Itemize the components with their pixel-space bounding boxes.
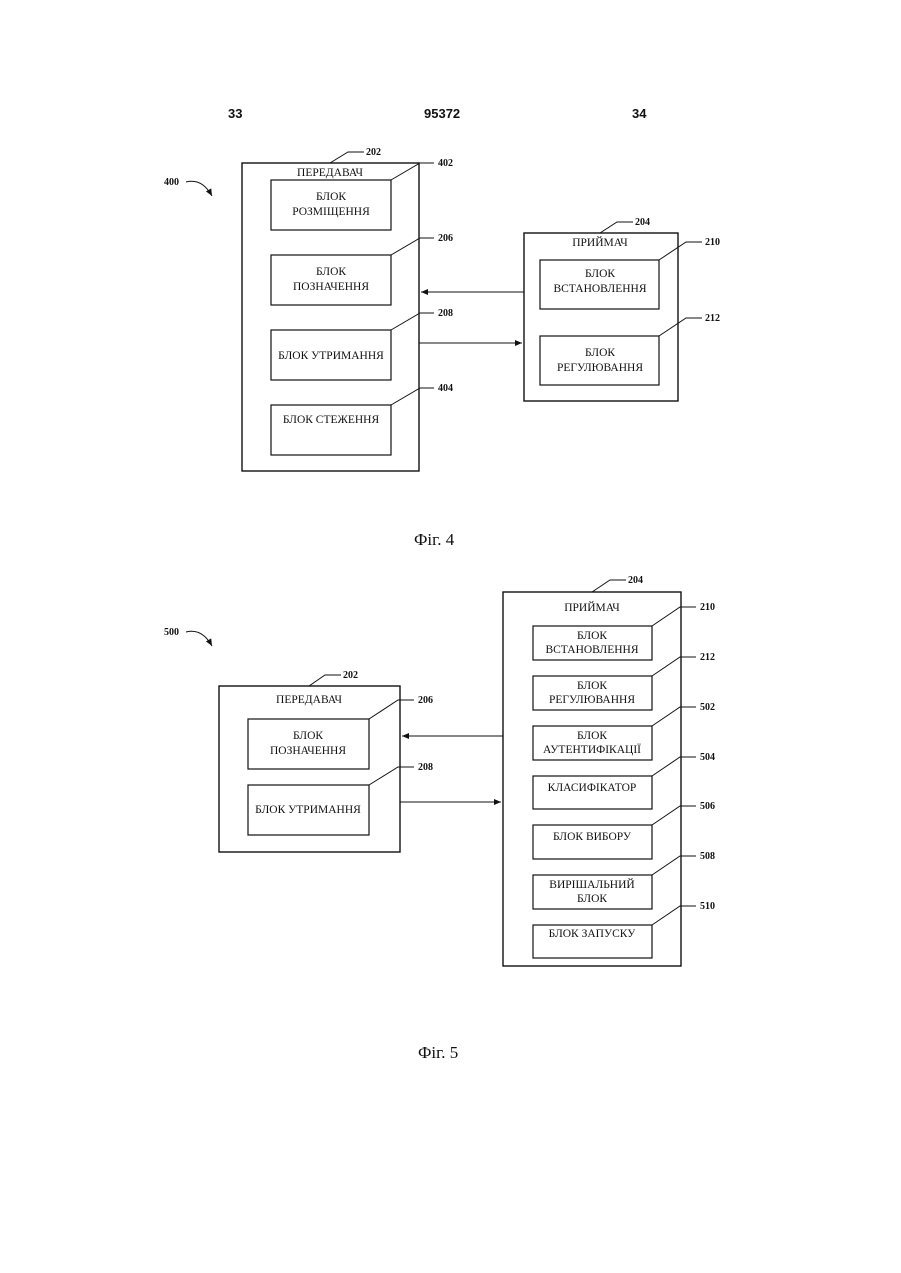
fig4-caption: Фіг. 4 (414, 530, 454, 550)
fig4-tx-block-206 (271, 255, 391, 305)
figure-5: 500 ПЕРЕДАВАЧ 202 БЛОК ПОЗНАЧЕННЯ 206 БЛ… (164, 575, 715, 966)
fig5-rx-block-506-line1: БЛОК ВИБОРУ (553, 831, 632, 843)
fig5-rx-block-508-line2: БЛОК (577, 893, 607, 905)
fig5-rx-block-502-line2: АУТЕНТИФІКАЦІЇ (543, 742, 641, 756)
fig5-transmitter-leader (309, 675, 341, 686)
fig5-system-pointer (186, 631, 212, 646)
fig4-tx-block-206-ref: 206 (438, 233, 453, 244)
fig5-tx-block-208-line1: БЛОК УТРИМАННЯ (255, 804, 361, 816)
fig5-rx-block-504-line1: КЛАСИФІКАТОР (548, 782, 637, 794)
fig4-tx-block-208-ref: 208 (438, 308, 453, 319)
fig4-tx-block-404-ref: 404 (438, 383, 453, 394)
fig5-tx-block-206-line2: ПОЗНАЧЕННЯ (270, 745, 346, 757)
fig4-receiver-leader (600, 222, 633, 233)
fig4-rx-block-212 (540, 336, 659, 385)
fig5-tx-block-206 (248, 719, 369, 769)
fig4-tx-block-402-line1: БЛОК (316, 191, 346, 203)
fig5-rx-block-502-ref: 502 (700, 702, 715, 713)
fig4-tx-block-208-line1: БЛОК УТРИМАННЯ (278, 350, 384, 362)
fig4-rx-block-212-line2: РЕГУЛЮВАННЯ (557, 362, 643, 374)
fig5-receiver-title: ПРИЙМАЧ (564, 600, 620, 614)
fig4-tx-block-206-line1: БЛОК (316, 266, 346, 278)
fig4-tx-block-206-line2: ПОЗНАЧЕННЯ (293, 281, 369, 293)
fig5-tx-block-208-ref: 208 (418, 762, 433, 773)
fig4-receiver-title: ПРИЙМАЧ (572, 235, 628, 249)
fig5-tx-block-206-ref: 206 (418, 695, 433, 706)
fig5-rx-block-212-ref: 212 (700, 652, 715, 663)
fig5-rx-block-212-line1: БЛОК (577, 680, 607, 692)
fig4-rx-block-212-ref: 212 (705, 313, 720, 324)
fig4-tx-block-402 (271, 180, 391, 230)
fig5-caption: Фіг. 5 (418, 1043, 458, 1063)
fig4-receiver-ref: 204 (635, 217, 650, 228)
fig5-rx-block-502-line1: БЛОК (577, 730, 607, 742)
fig4-tx-block-402-ref: 402 (438, 158, 453, 169)
fig4-rx-block-212-line1: БЛОК (585, 347, 615, 359)
fig4-tx-block-404-line1: БЛОК СТЕЖЕННЯ (283, 414, 380, 426)
fig5-tx-block-206-line1: БЛОК (293, 730, 323, 742)
fig4-transmitter-title: ПЕРЕДАВАЧ (297, 167, 363, 179)
fig4-rx-block-210-line2: ВСТАНОВЛЕННЯ (553, 283, 646, 295)
fig5-transmitter-title: ПЕРЕДАВАЧ (276, 694, 342, 706)
fig5-system-ref: 500 (164, 627, 179, 638)
fig5-transmitter-ref: 202 (343, 670, 358, 681)
fig4-transmitter-ref: 202 (366, 147, 381, 158)
fig4-rx-block-210-line1: БЛОК (585, 268, 615, 280)
fig5-rx-block-504-ref: 504 (700, 752, 715, 763)
fig5-rx-block-508-ref: 508 (700, 851, 715, 862)
fig5-rx-block-212-line2: РЕГУЛЮВАННЯ (549, 694, 635, 706)
fig4-system-ref: 400 (164, 177, 179, 188)
figure-4: 400 ПЕРЕДАВАЧ 202 БЛОК РОЗМІЩЕННЯ 402 БЛ… (164, 147, 720, 471)
fig5-rx-block-210-line2: ВСТАНОВЛЕННЯ (545, 644, 638, 656)
fig5-rx-block-210-ref: 210 (700, 602, 715, 613)
fig4-transmitter-leader (330, 152, 364, 163)
fig5-rx-block-510-line1: БЛОК ЗАПУСКУ (549, 928, 637, 940)
fig5-receiver-ref: 204 (628, 575, 643, 586)
fig5-rx-block-210-line1: БЛОК (577, 630, 607, 642)
fig5-rx-block-510-ref: 510 (700, 901, 715, 912)
fig4-tx-block-402-line2: РОЗМІЩЕННЯ (292, 206, 370, 218)
fig5-receiver-leader (592, 580, 626, 592)
fig5-rx-block-508-line1: ВИРІШАЛЬНИЙ (549, 877, 634, 891)
fig4-system-pointer (186, 181, 212, 196)
fig5-rx-block-506-ref: 506 (700, 801, 715, 812)
fig4-tx-block-404 (271, 405, 391, 455)
fig4-rx-block-210-ref: 210 (705, 237, 720, 248)
